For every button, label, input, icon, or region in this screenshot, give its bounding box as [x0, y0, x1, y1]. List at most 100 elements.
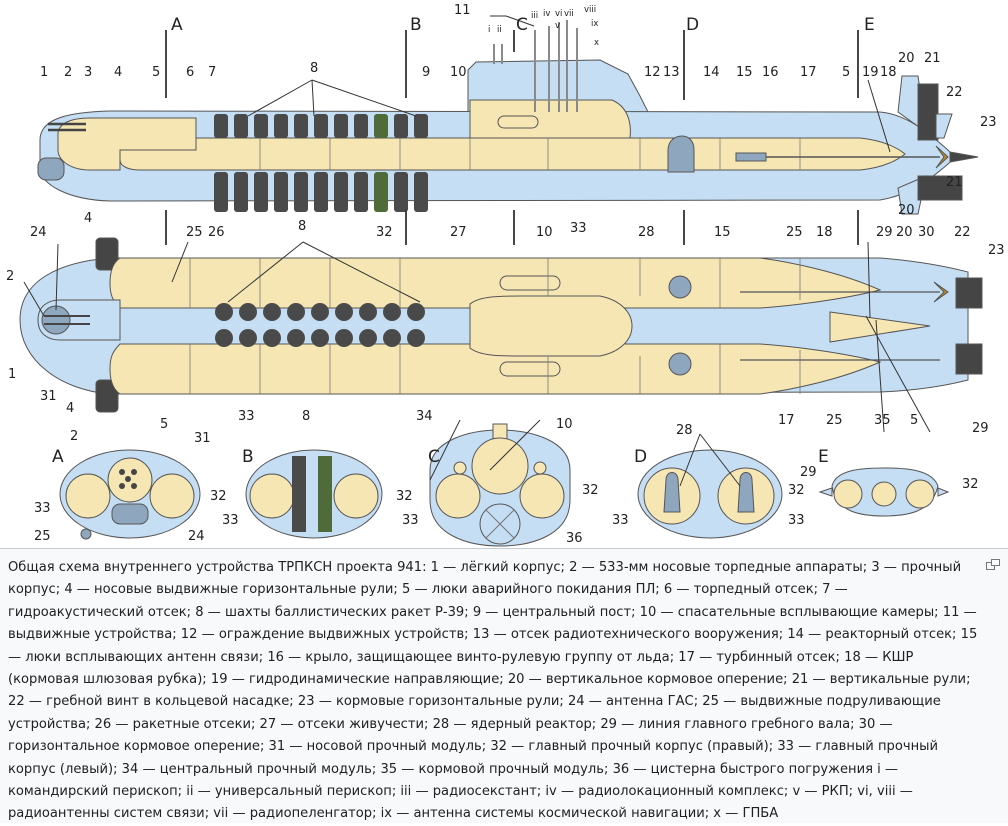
pressure-hull-side [119, 137, 906, 171]
section-letter-labels: A B C D E A B C D E [52, 15, 875, 467]
callout-number: 8 [302, 409, 310, 424]
callout-number: 22 [946, 85, 963, 100]
callout-number: 25 [34, 529, 51, 544]
callout-number: 18 [880, 65, 897, 80]
callout-number: 5 [842, 65, 850, 80]
mast-label: iii [531, 11, 538, 21]
section-d [637, 449, 783, 539]
callout-number: 22 [954, 225, 971, 240]
section-letter: D [634, 447, 647, 467]
callout-number: 23 [988, 243, 1005, 258]
callout-number: 30 [918, 225, 935, 240]
callout-number: 1 [8, 367, 16, 382]
reactor-side [667, 135, 695, 173]
callout-number: 15 [736, 65, 753, 80]
mast-label: ii [497, 25, 502, 35]
callout-number: 2 [64, 65, 72, 80]
callout-number: 11 [454, 3, 471, 18]
section-letter: C [516, 15, 528, 35]
callout-number: 33 [570, 221, 587, 236]
callout-number: 17 [800, 65, 817, 80]
callout-number: 14 [703, 65, 720, 80]
masts [534, 20, 578, 112]
vertical-rudder-bottom [917, 175, 963, 201]
section-letter: B [242, 447, 254, 467]
callout-number: 7 [208, 65, 216, 80]
section-letter: E [818, 447, 829, 467]
section-letter: A [171, 15, 183, 35]
vertical-rudder-top [917, 83, 939, 141]
callout-number: 28 [676, 423, 693, 438]
callout-number: 32 [582, 483, 599, 498]
mast-label: vii [564, 9, 574, 19]
callout-number: 4 [66, 401, 74, 416]
callout-number: 21 [946, 175, 963, 190]
callout-number: 19 [862, 65, 879, 80]
callout-number: 9 [422, 65, 430, 80]
section-letter: D [686, 15, 699, 35]
callout-number: 6 [186, 65, 194, 80]
callout-number: 1 [40, 65, 48, 80]
missile-tube-green-bottom [374, 172, 388, 212]
central-module-top [469, 295, 633, 357]
side-view [37, 20, 979, 245]
callout-number: 33 [238, 409, 255, 424]
callout-number: 33 [34, 501, 51, 516]
callout-number: 33 [402, 513, 419, 528]
callout-number: 18 [816, 225, 833, 240]
figure-caption: Общая схема внутреннего устройства ТРПКС… [0, 548, 1008, 823]
sonar-antenna-side [37, 157, 65, 181]
callout-number: 10 [556, 417, 573, 432]
callout-number: 20 [898, 203, 915, 218]
stern-plane-bottom [955, 343, 983, 375]
mast-label: ix [591, 19, 598, 29]
callout-number: 28 [638, 225, 655, 240]
rescue-chamber-side [497, 115, 539, 129]
callout-number: 34 [416, 409, 433, 424]
callout-number: 33 [788, 513, 805, 528]
reactor-top-right [668, 352, 692, 376]
mast-label: v [555, 21, 560, 31]
callout-number: 10 [536, 225, 553, 240]
mast-label: vi [555, 9, 562, 19]
callout-number: 20 [898, 51, 915, 66]
callout-numbers: 1 2 3 4 5 6 7 8 9 10 11 12 13 14 15 16 1… [6, 3, 1005, 546]
cross-sections [59, 423, 950, 547]
callout-number: 32 [962, 477, 979, 492]
callout-number: 33 [612, 513, 629, 528]
callout-number: 32 [788, 483, 805, 498]
callout-number: 32 [376, 225, 393, 240]
callout-number: 26 [208, 225, 225, 240]
stern-module-top [829, 311, 931, 343]
callout-number: 24 [188, 529, 205, 544]
mast-label: iv [543, 9, 550, 19]
callout-number: 32 [210, 489, 227, 504]
callout-number: 3 [84, 65, 92, 80]
callout-number: 4 [114, 65, 122, 80]
section-letter: C [428, 447, 440, 467]
section-letter: E [864, 15, 875, 35]
callout-number: 4 [84, 211, 92, 226]
section-letter: A [52, 447, 64, 467]
callout-number: 23 [980, 115, 997, 130]
callout-number: 35 [874, 413, 891, 428]
mast-label: viii [584, 5, 596, 15]
stern-plane-stub [935, 113, 953, 139]
callout-number: 2 [6, 269, 14, 284]
leader-lines [23, 15, 931, 487]
submarine-diagram: A B C D E A B C D E i ii iii iv vi vii v… [6, 3, 1005, 547]
callout-number: 8 [298, 219, 306, 234]
enlarge-icon[interactable] [986, 559, 1000, 570]
callout-number: 5 [160, 417, 168, 432]
callout-number: 25 [826, 413, 843, 428]
callout-number: 12 [644, 65, 661, 80]
callout-number: 25 [786, 225, 803, 240]
callout-number: 32 [396, 489, 413, 504]
stern-plane-top [955, 277, 983, 309]
callout-number: 15 [714, 225, 731, 240]
callout-number: 10 [450, 65, 467, 80]
section-c [429, 423, 571, 547]
callout-number: 36 [566, 531, 583, 546]
callout-number: 8 [310, 61, 318, 76]
callout-number: 33 [222, 513, 239, 528]
